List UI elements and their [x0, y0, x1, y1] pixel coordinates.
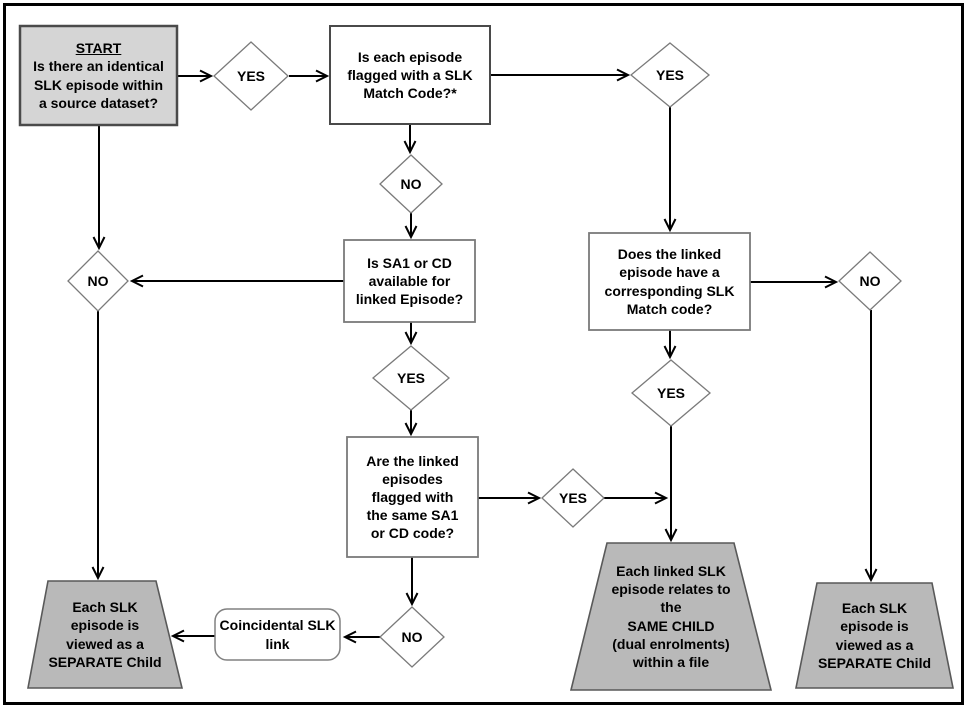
outer-border — [3, 3, 964, 705]
coincidental-box-shape — [214, 608, 341, 661]
yes1-diamond-shape — [213, 41, 289, 111]
no-bottom-diamond-shape — [379, 606, 445, 668]
no1-diamond-shape — [379, 154, 443, 214]
separate-child-left-shape — [27, 580, 184, 689]
same-child-shape — [569, 542, 773, 691]
yes4-diamond-shape — [630, 359, 712, 427]
no-left-diamond-shape — [67, 250, 129, 312]
sa1-box-shape — [343, 239, 476, 323]
flagged-box-shape — [329, 25, 491, 125]
connector-group — [91, 68, 878, 644]
no-right-diamond-shape — [838, 251, 902, 311]
start-box-shape — [18, 24, 179, 127]
yes5-diamond-shape — [541, 468, 605, 528]
linked-box-shape — [588, 232, 751, 331]
are-box-shape — [346, 436, 479, 558]
yes2-diamond-shape — [629, 42, 711, 108]
separate-child-right-shape — [795, 582, 954, 689]
yes3-diamond-shape — [371, 345, 451, 411]
